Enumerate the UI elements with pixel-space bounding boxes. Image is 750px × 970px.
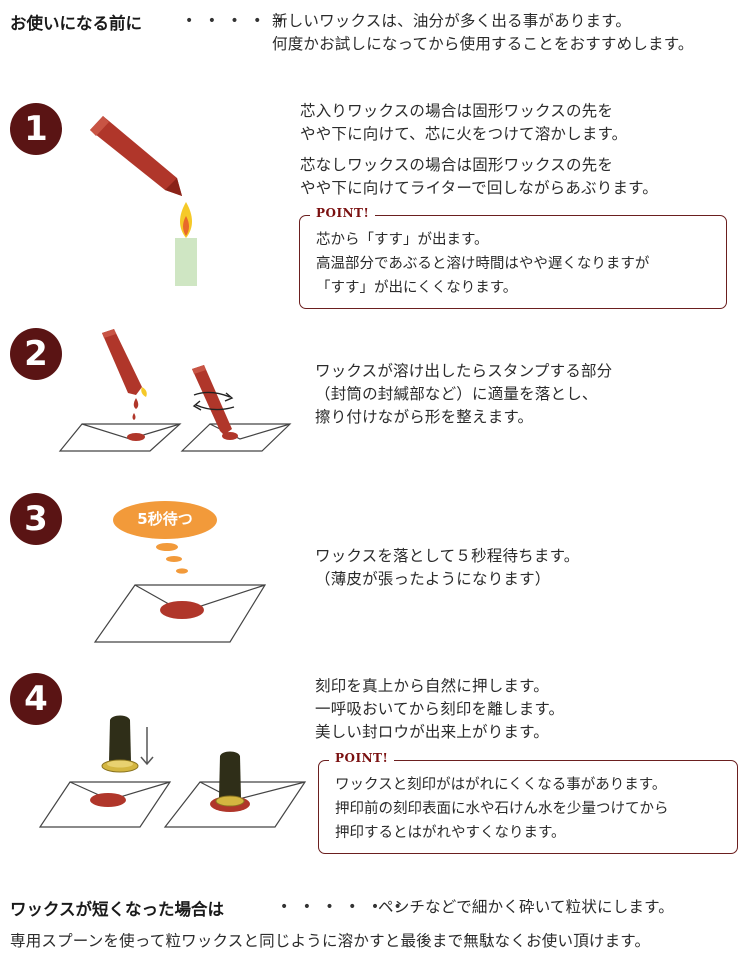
step-1-text: 芯入りワックスの場合は固形ワックスの先を やや下に向けて、芯に火をつけて溶かしま…: [300, 100, 658, 200]
step-1-point-line-2: 高温部分であぶると溶け時間はやや遅くなりますが: [316, 256, 650, 272]
intro-dots: • • • • •: [185, 13, 290, 29]
step-4-point-box: POINT! ワックスと刻印がはがれにくくなる事があります。 押印前の刻印表面に…: [318, 751, 738, 854]
rotate-arrows-icon: [192, 391, 235, 411]
step-2-line-3: 擦り付けながら形を整えます。: [315, 408, 534, 426]
intro-heading: お使いになる前に: [10, 14, 142, 33]
stamp-icon: [215, 751, 245, 807]
step-1-point-text: 芯から「すす」が出ます。 高温部分であぶると溶け時間はやや遅くなりますが 「すす…: [316, 228, 649, 300]
point-label: POINT!: [310, 206, 376, 220]
envelope-icon: [93, 584, 267, 643]
step-4-illustration: [38, 715, 307, 828]
wax-stick-icon: [90, 116, 182, 196]
step-3-line-2: （薄皮が張ったようになります）: [315, 570, 551, 588]
step-4-point-line-3: 押印するとはがれやすくなります。: [335, 825, 566, 841]
step-3-text: ワックスを落として５秒程待ちます。 （薄皮が張ったようになります）: [315, 545, 579, 591]
candle-icon: [175, 202, 197, 286]
step-2-line-2: （封筒の封緘部など）に適量を落とし、: [315, 385, 598, 403]
footer-heading: ワックスが短くなった場合は: [10, 900, 225, 919]
speech-bubble-icon: [113, 501, 217, 574]
step-4-point-line-1: ワックスと刻印がはがれにくくなる事があります。: [335, 777, 667, 793]
step-2-number-badge: 2: [10, 328, 62, 380]
step-3-number-badge: 3: [10, 493, 62, 545]
stamp-icon: [101, 715, 139, 773]
point-label: POINT!: [329, 751, 395, 765]
footer-line-1: ペンチなどで細かく砕いて粒状にします。: [378, 898, 674, 916]
down-arrow-icon: [140, 727, 154, 766]
step-3-bubble-text: 5秒待つ: [137, 510, 193, 528]
step-4-text: 刻印を真上から自然に押します。 一呼吸おいてから刻印を離します。 美しい封ロウが…: [315, 675, 564, 744]
wax-stick-icon: [102, 329, 147, 420]
step-2-illustration: [58, 329, 292, 452]
footer-line-2: 専用スプーンを使って粒ワックスと同じように溶かすと最後まで無駄なくお使い頂けます…: [10, 932, 651, 950]
intro-line-1: 新しいワックスは、油分が多く出る事があります。: [272, 12, 632, 30]
envelope-icon: [38, 781, 172, 828]
intro-text: 新しいワックスは、油分が多く出る事があります。 何度かお試しになってから使用する…: [272, 10, 694, 56]
step-3-line-1: ワックスを落として５秒程待ちます。: [315, 547, 580, 565]
footer-dots: • • • • • •: [280, 899, 407, 915]
step-3-illustration: [93, 501, 267, 643]
step-2-text: ワックスが溶け出したらスタンプする部分 （封筒の封緘部など）に適量を落とし、 擦…: [315, 360, 612, 429]
step-4-point-text: ワックスと刻印がはがれにくくなる事があります。 押印前の刻印表面に水や石けん水を…: [335, 773, 669, 845]
step-4-line-3: 美しい封ロウが出来上がります。: [315, 723, 549, 741]
step-4-line-2: 一呼吸おいてから刻印を離します。: [315, 700, 565, 718]
step-1-point-line-1: 芯から「すす」が出ます。: [316, 232, 489, 248]
step-1-para-2-line-1: 芯なしワックスの場合は固形ワックスの先を: [300, 156, 614, 174]
step-1-para-1-line-1: 芯入りワックスの場合は固形ワックスの先を: [300, 102, 614, 120]
step-1-number-badge: 1: [10, 103, 62, 155]
step-1-para-1-line-2: やや下に向けて、芯に火をつけて溶かします。: [300, 125, 628, 143]
step-1-illustration: [90, 116, 197, 286]
wax-stick-icon: [192, 365, 232, 435]
envelope-icon: [58, 423, 182, 452]
step-4-line-1: 刻印を真上から自然に押します。: [315, 677, 549, 695]
step-4-point-line-2: 押印前の刻印表面に水や石けん水を少量つけてから: [335, 801, 669, 817]
envelope-icon: [180, 423, 292, 452]
intro-line-2: 何度かお試しになってから使用することをおすすめします。: [272, 35, 694, 53]
step-4-number-badge: 4: [10, 673, 62, 725]
step-1-point-box: POINT! 芯から「すす」が出ます。 高温部分であぶると溶け時間はやや遅くなり…: [299, 206, 727, 309]
step-1-para-2-line-2: やや下に向けてライターで回しながらあぶります。: [300, 179, 659, 197]
step-2-line-1: ワックスが溶け出したらスタンプする部分: [315, 362, 613, 380]
step-1-point-line-3: 「すす」が出にくくなります。: [316, 280, 518, 296]
